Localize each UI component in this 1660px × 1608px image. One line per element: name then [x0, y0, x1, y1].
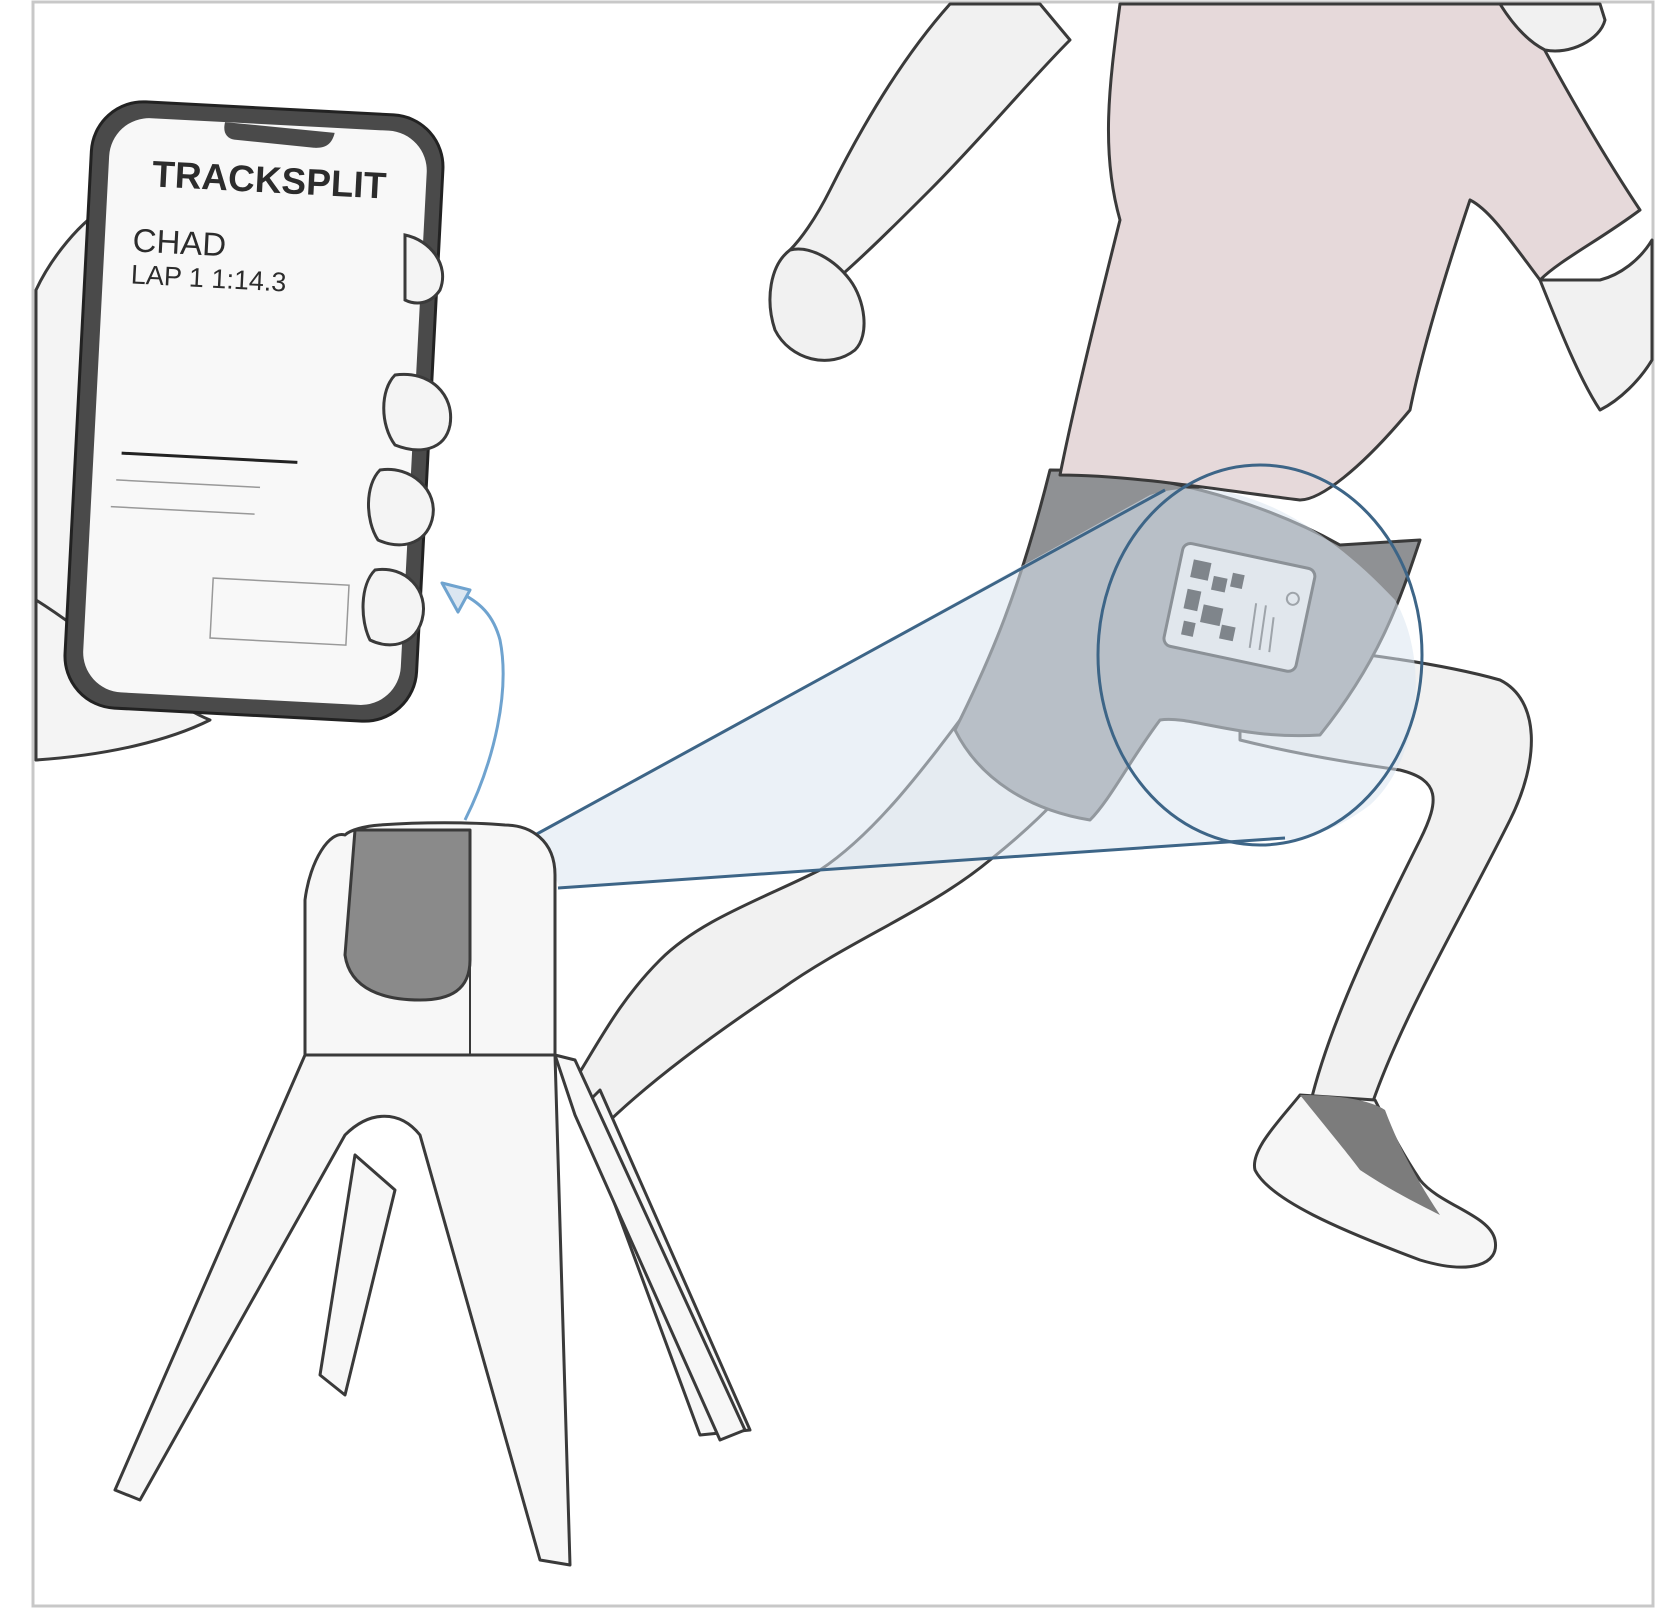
runner-name: CHAD: [132, 221, 227, 263]
stand-sensor-window: [345, 830, 470, 1000]
